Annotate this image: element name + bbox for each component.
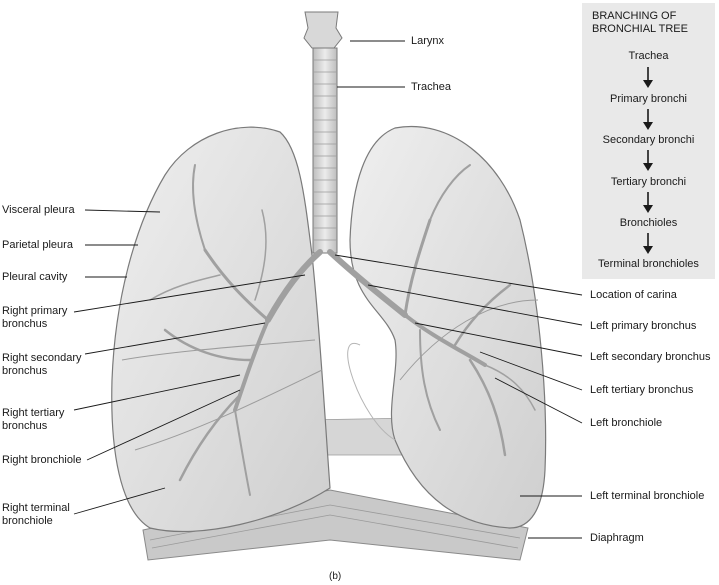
leader-lines: [73, 40, 583, 539]
branching-flow-panel: BRANCHING OF BRONCHIAL TREE Trachea Prim…: [582, 3, 715, 279]
label-visceral-pleura: Visceral pleura: [2, 204, 75, 216]
label-pleural-cavity: Pleural cavity: [2, 271, 68, 283]
flow-step: Bronchioles: [619, 217, 678, 229]
flow-step: Secondary bronchi: [602, 134, 695, 146]
label-trachea: Trachea: [411, 81, 451, 93]
label-left-primary-bronchus: Left primary bronchus: [590, 320, 697, 332]
down-arrow-icon: [643, 192, 653, 213]
label-right-bronchiole: Right bronchiole: [2, 454, 82, 466]
left-lung-shape: [349, 126, 547, 529]
down-arrow-icon: [643, 109, 653, 130]
larynx-shape: [303, 11, 343, 49]
bronchial-tree-right: [149, 164, 323, 496]
diaphragm-shape: [142, 489, 529, 561]
figure-caption: (b): [329, 571, 342, 582]
label-left-terminal-bronchiole: Left terminal bronchiole: [590, 490, 705, 502]
flow-step: Trachea: [628, 50, 669, 62]
label-larynx: Larynx: [411, 35, 445, 47]
flow-step: Primary bronchi: [609, 93, 688, 105]
label-diaphragm: Diaphragm: [590, 532, 644, 544]
down-arrow-icon: [643, 233, 653, 254]
label-left-secondary-bronchus: Left secondary bronchus: [590, 351, 711, 363]
right-lung-shape: [111, 126, 331, 533]
label-left-bronchiole: Left bronchiole: [590, 417, 663, 429]
flow-step: Terminal bronchioles: [598, 258, 699, 270]
label-location-of-carina: Location of carina: [590, 289, 677, 301]
bronchial-tree-left: [327, 164, 536, 457]
flow-step: Tertiary bronchi: [610, 176, 687, 188]
label-parietal-pleura: Parietal pleura: [2, 239, 73, 251]
label-left-tertiary-bronchus: Left tertiary bronchus: [590, 384, 694, 396]
trachea-shape: [312, 47, 338, 254]
down-arrow-icon: [643, 67, 653, 88]
down-arrow-icon: [643, 150, 653, 171]
flow-title: BRANCHING OF BRONCHIAL TREE: [592, 10, 688, 35]
